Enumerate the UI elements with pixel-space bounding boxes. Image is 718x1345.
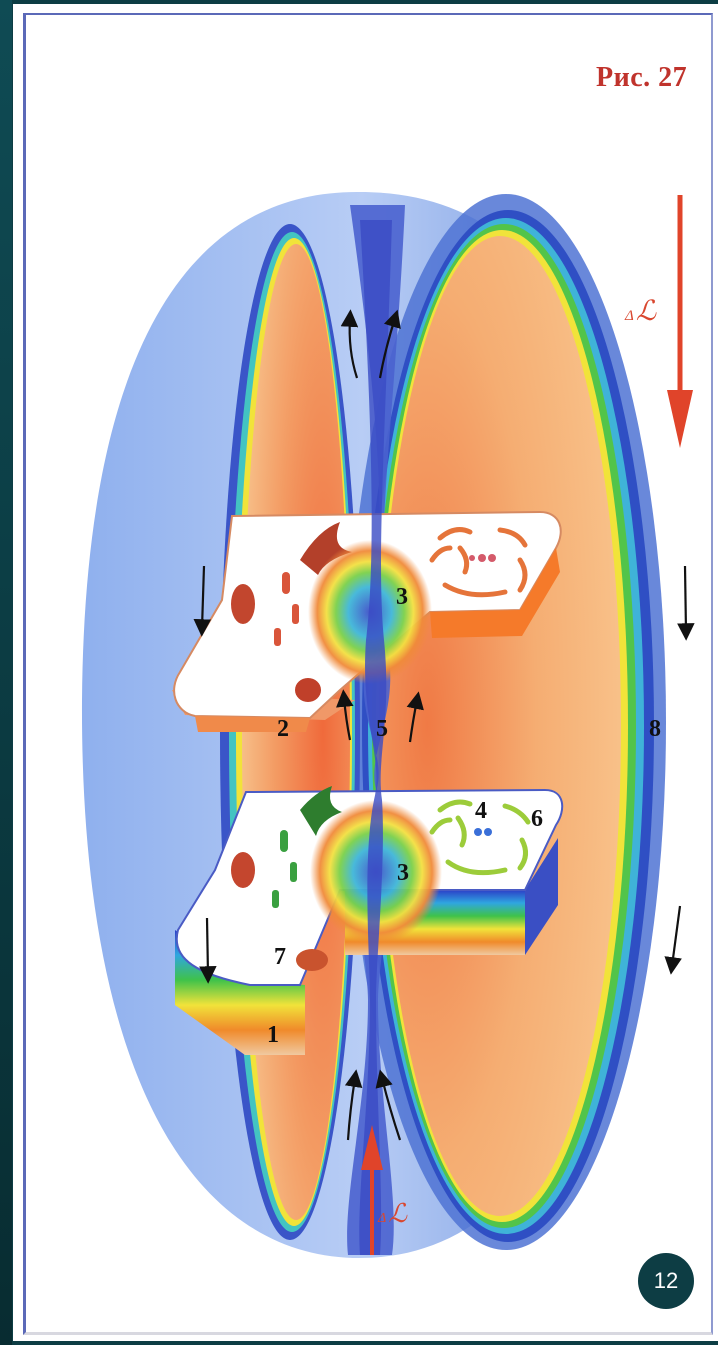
lower-er-2 <box>290 862 297 882</box>
label-1: 1 <box>267 1022 279 1048</box>
lower-er-1 <box>280 830 288 852</box>
label-3-lower: 3 <box>397 860 409 886</box>
label-8: 8 <box>649 716 661 742</box>
lower-mito-1 <box>231 852 255 888</box>
upper-er-2 <box>292 604 299 624</box>
upper-cell-edge-left <box>195 716 310 732</box>
upper-er-1 <box>282 572 290 594</box>
upper-mito-2 <box>295 678 321 702</box>
upper-er-3 <box>274 628 281 646</box>
label-6: 6 <box>531 806 543 832</box>
label-2: 2 <box>277 716 289 742</box>
right-disc <box>379 236 621 1216</box>
arrow-right-upper <box>685 566 686 632</box>
page-number-badge: 12 <box>638 1253 694 1309</box>
label-7: 7 <box>274 944 286 970</box>
lower-er-3 <box>272 890 279 908</box>
flux-arrow-top <box>667 195 693 448</box>
upper-nucleolus <box>469 554 496 562</box>
label-3-upper: 3 <box>396 584 408 610</box>
arrow-left-lower <box>207 918 208 975</box>
lower-mito-2 <box>296 949 328 971</box>
upper-mito-1 <box>231 584 255 624</box>
label-4: 4 <box>475 798 487 824</box>
flux-label-top: Δℒ <box>624 296 657 327</box>
label-5: 5 <box>376 716 388 742</box>
arrow-right-lower <box>672 906 680 966</box>
